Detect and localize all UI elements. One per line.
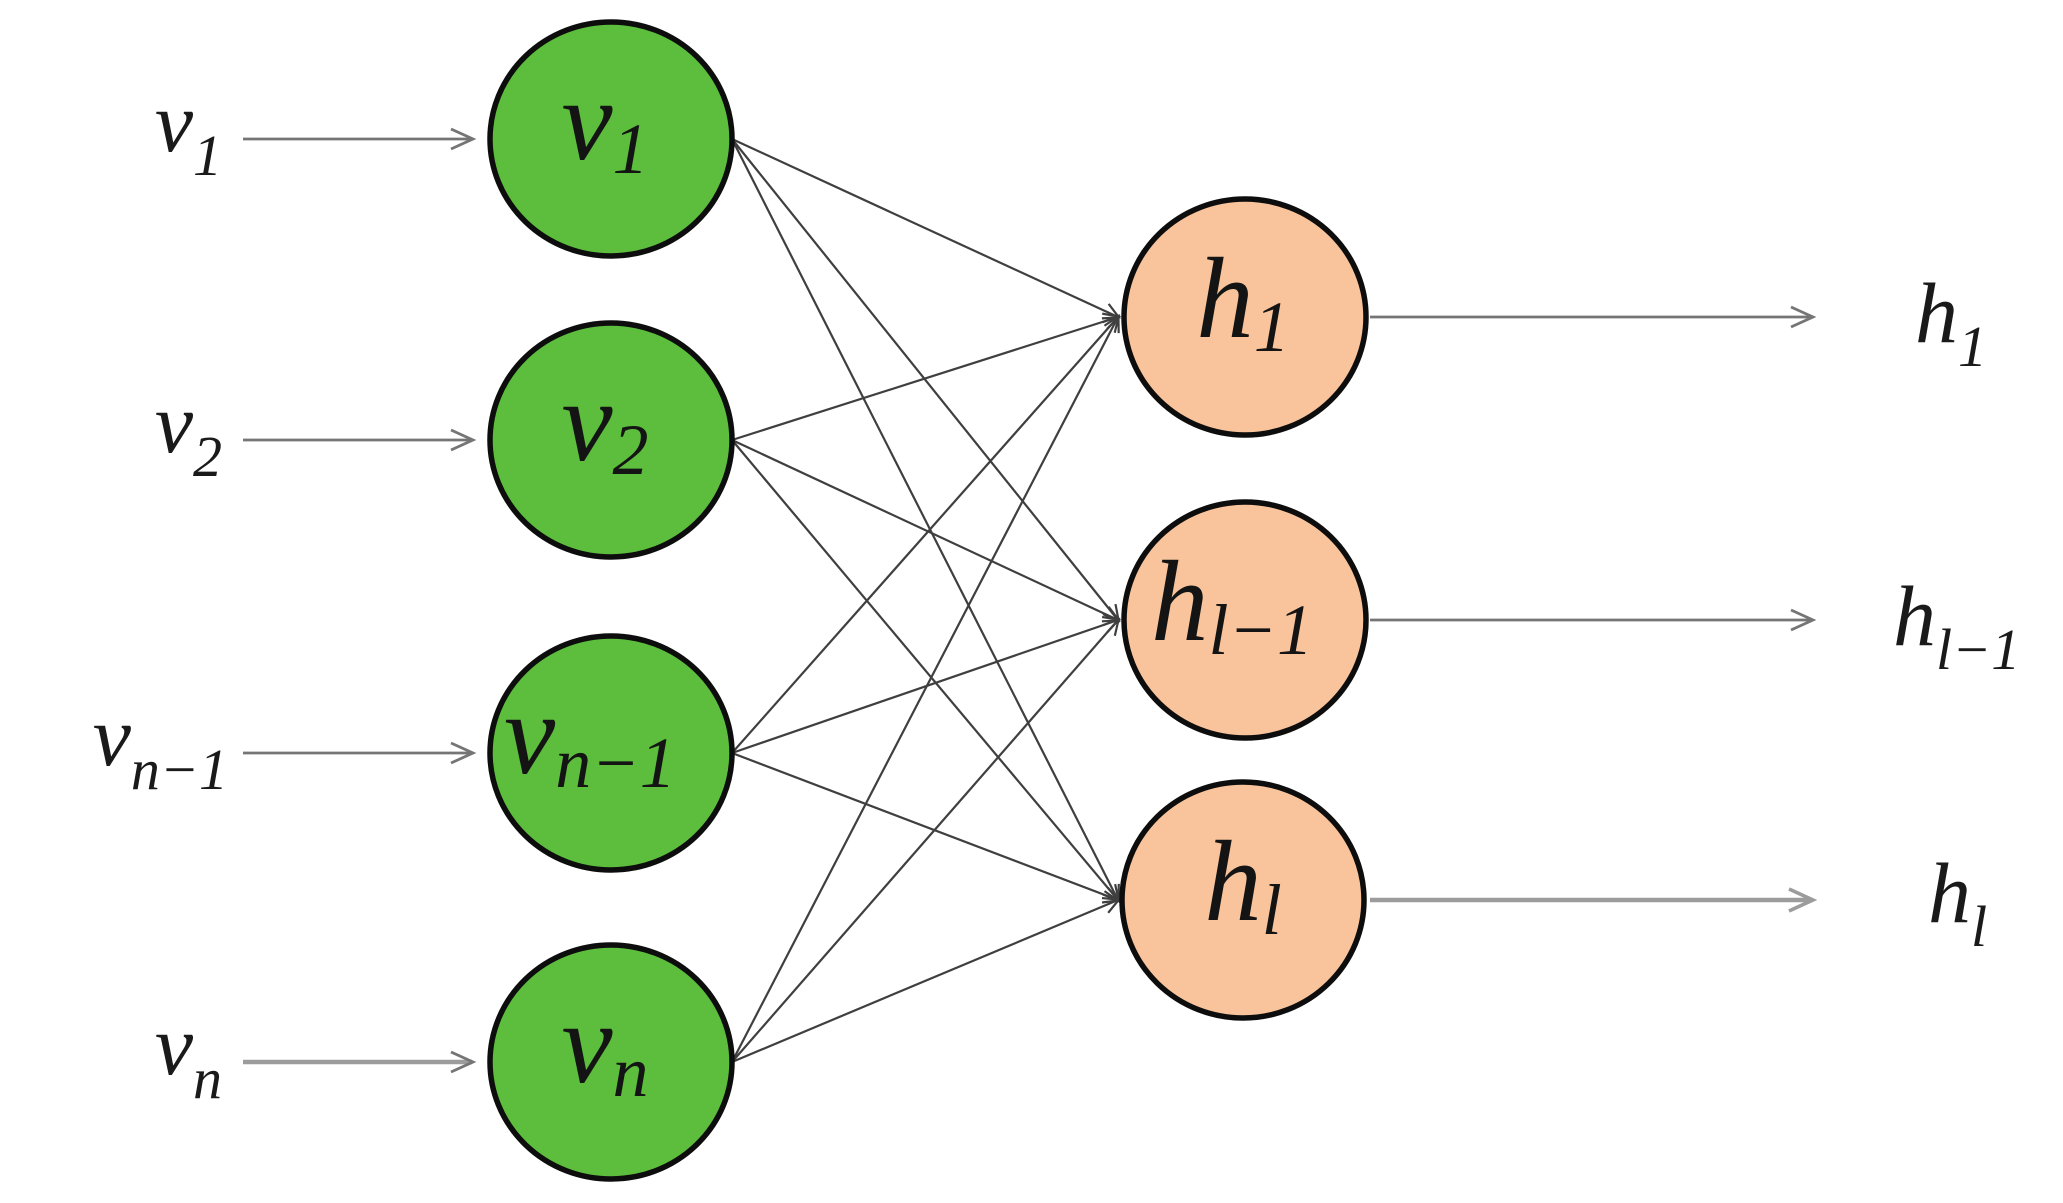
node-v1: v1 xyxy=(487,19,735,259)
node-vn-circle xyxy=(487,942,735,1182)
node-v1-label: v1 xyxy=(561,57,648,189)
node-vn: vn xyxy=(487,942,735,1182)
edge-vn-hl-1 xyxy=(731,617,1121,1063)
edge-vn-h1 xyxy=(731,314,1120,1063)
edge-v2-h1 xyxy=(731,312,1122,442)
node-vn-label: vn xyxy=(561,980,648,1112)
node-hl-circle xyxy=(1119,779,1367,1021)
node-hl-1: hl−1 xyxy=(1121,499,1369,741)
edge-v1-h1 xyxy=(731,138,1122,320)
node-hl-1-circle xyxy=(1121,499,1369,741)
node-v2-label: v2 xyxy=(561,358,648,490)
node-vn-1: vn−1 xyxy=(487,633,735,873)
node-hl: hl xyxy=(1119,779,1367,1021)
edge-v2-hl xyxy=(731,439,1121,903)
output-label-hl-1: hl−1 xyxy=(1893,568,2020,682)
node-h1: h1 xyxy=(1121,196,1369,438)
node-vn-1-circle xyxy=(487,633,735,873)
edge-v2-hl-1 xyxy=(731,439,1122,623)
edge-v1-hl xyxy=(731,138,1120,903)
input-label-v1: v1 xyxy=(155,74,222,188)
input-labels: v1 v2 vn−1 vn xyxy=(93,74,228,1111)
edge-vn-1-hl-1 xyxy=(731,615,1122,755)
output-arrows xyxy=(1370,305,1818,913)
node-vn-1-label: vn−1 xyxy=(504,671,676,803)
output-label-h1: h1 xyxy=(1915,265,1987,379)
input-label-vn-1: vn−1 xyxy=(93,688,228,802)
edge-vn-hl xyxy=(731,896,1122,1064)
node-v1-circle xyxy=(487,19,735,259)
hidden-layer: h1 hl−1 hl xyxy=(1119,196,1369,1021)
output-labels: h1 hl−1 hl xyxy=(1893,265,2020,959)
input-label-v2: v2 xyxy=(155,375,222,489)
input-arrows xyxy=(243,127,477,1074)
edge-lines xyxy=(731,138,1122,1064)
node-hl-label: hl xyxy=(1204,818,1282,950)
node-h1-label: h1 xyxy=(1196,235,1290,367)
output-label-hl: hl xyxy=(1928,845,1987,959)
node-v2-circle xyxy=(487,320,735,560)
input-label-vn: vn xyxy=(155,997,222,1111)
edge-vn-1-hl xyxy=(731,751,1122,904)
node-h1-circle xyxy=(1121,196,1369,438)
edge-vn-1-h1 xyxy=(731,314,1121,754)
node-hl-1-label: hl−1 xyxy=(1151,538,1313,670)
node-v2: v2 xyxy=(487,320,735,560)
visible-layer: v1 v2 vn−1 vn xyxy=(487,19,735,1182)
